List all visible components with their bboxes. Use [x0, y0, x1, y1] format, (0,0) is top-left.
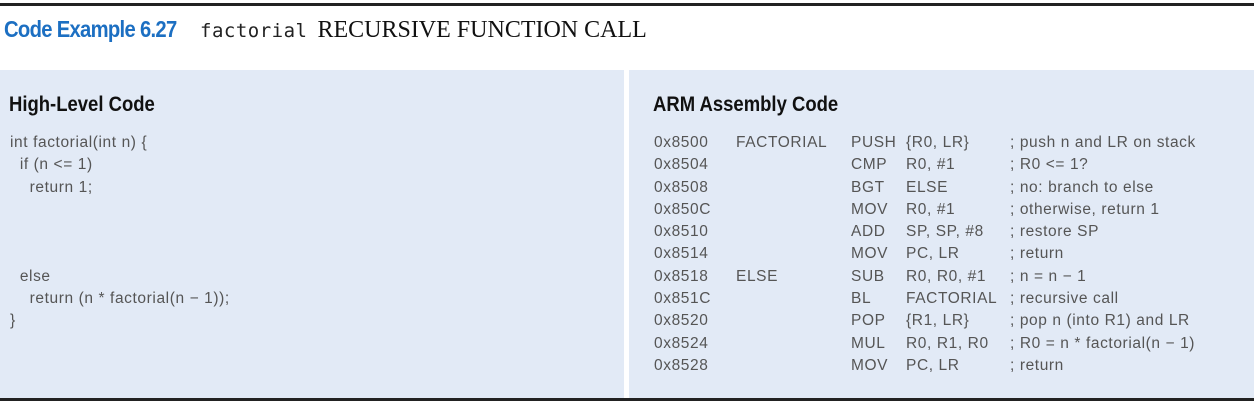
address: 0x8504	[654, 156, 709, 174]
code-line: }	[10, 312, 16, 330]
mnemonic: MOV	[851, 356, 889, 374]
comment: ; restore SP	[1010, 223, 1100, 241]
comment: ; recursive call	[1010, 290, 1119, 308]
mnemonic: SUB	[851, 267, 885, 285]
comment: ; return	[1010, 245, 1064, 263]
operands: SP, SP, #8	[906, 223, 984, 241]
address: 0x8518	[654, 267, 709, 285]
assembly-row: 0x8520 POP {R1, LR} ; pop n (into R1) and L…	[654, 310, 1254, 332]
mnemonic: BGT	[851, 178, 885, 196]
mnemonic: POP	[851, 312, 886, 330]
operands: ELSE	[906, 178, 949, 196]
address: 0x8524	[654, 334, 709, 352]
code-line: if (n <= 1)	[10, 156, 93, 174]
assembly-heading: ARM Assembly Code	[653, 93, 839, 116]
example-caption: RECURSIVE FUNCTION CALL	[317, 17, 647, 43]
comment: ; push n and LR on stack	[1010, 134, 1196, 151]
address: 0x851C	[654, 290, 712, 308]
code-line: else	[10, 267, 51, 285]
address: 0x8510	[654, 223, 709, 241]
comment: ; R0 <= 1?	[1010, 156, 1089, 174]
code-line	[10, 221, 230, 243]
address: 0x8508	[654, 178, 709, 196]
mnemonic: CMP	[851, 156, 888, 174]
comment: ; return	[1010, 356, 1064, 374]
assembly-row: 0x850C MOV R0, #1 ; otherwise, return 1	[654, 199, 1254, 221]
code-line	[10, 243, 230, 265]
assembly-row: 0x8500 FACTORIAL PUSH {R0, LR} ; push n and …	[654, 132, 1254, 154]
comment: ; n = n − 1	[1010, 267, 1087, 285]
operands: {R1, LR}	[906, 312, 970, 330]
address: 0x8528	[654, 356, 709, 374]
mnemonic: BL	[851, 290, 872, 308]
operands: FACTORIAL	[906, 290, 998, 308]
code-example-title: Code Example 6.27 factorial RECURSIVE FU…	[4, 16, 647, 44]
assembly-row: 0x851C BL FACTORIAL ; recursive call	[654, 288, 1254, 310]
bottom-rule	[0, 398, 1254, 401]
assembly-row: 0x8518 ELSE SUB R0, R0, #1 ; n = n − 1	[654, 266, 1254, 288]
assembly-row: 0x8528 MOV PC, LR ; return	[654, 355, 1254, 377]
high-level-code-block: int factorial(int n) { if (n <= 1) retur…	[10, 132, 230, 333]
top-rule	[0, 3, 1254, 6]
comment: ; R0 = n * factorial(n − 1)	[1010, 334, 1196, 352]
assembly-row: 0x8504 CMP R0, #1 ; R0 <= 1?	[654, 154, 1254, 176]
address: 0x8500	[654, 134, 709, 151]
operands: {R0, LR}	[906, 134, 970, 151]
assembly-row: 0x8510 ADD SP, SP, #8 ; restore SP	[654, 221, 1254, 243]
code-line: return 1;	[10, 178, 93, 196]
address: 0x850C	[654, 200, 712, 218]
function-name: factorial	[200, 20, 308, 42]
mnemonic: ADD	[851, 223, 886, 241]
operands: R0, R1, R0	[906, 334, 989, 352]
comment: ; pop n (into R1) and LR	[1010, 312, 1190, 330]
operands: R0, #1	[906, 200, 956, 218]
operands: R0, #1	[906, 156, 956, 174]
address: 0x8520	[654, 312, 709, 330]
mnemonic: MUL	[851, 334, 886, 352]
address: 0x8514	[654, 245, 709, 263]
mnemonic: MOV	[851, 245, 889, 263]
high-level-heading: High-Level Code	[9, 93, 155, 116]
mnemonic: MOV	[851, 200, 889, 218]
assembly-row: 0x8514 MOV PC, LR ; return	[654, 243, 1254, 265]
mnemonic: PUSH	[851, 134, 897, 151]
code-line: return (n * factorial(n − 1));	[10, 290, 230, 308]
label: FACTORIAL	[736, 134, 828, 151]
assembly-row: 0x8524 MUL R0, R1, R0 ; R0 = n * factorial(…	[654, 333, 1254, 355]
assembly-row: 0x8508 BGT ELSE ; no: branch to else	[654, 177, 1254, 199]
example-label: Code Example 6.27	[4, 16, 177, 42]
comment: ; no: branch to else	[1010, 178, 1154, 196]
code-line	[10, 199, 230, 221]
comment: ; otherwise, return 1	[1010, 200, 1160, 218]
label: ELSE	[736, 267, 779, 285]
operands: R0, R0, #1	[906, 267, 987, 285]
code-line: int factorial(int n) {	[10, 134, 148, 151]
operands: PC, LR	[906, 245, 960, 263]
operands: PC, LR	[906, 356, 960, 374]
high-level-code-panel: High-Level Code int factorial(int n) { i…	[0, 70, 624, 398]
